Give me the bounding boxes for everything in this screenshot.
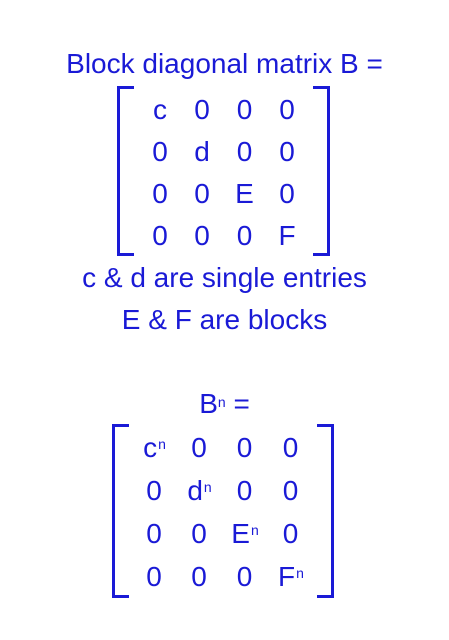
power-label-base: B bbox=[199, 388, 218, 419]
cell-base: 0 bbox=[191, 432, 207, 463]
right-bracket bbox=[317, 424, 334, 598]
matrix-b-cell: 0 bbox=[194, 178, 210, 209]
matrix-b-cell: 0 bbox=[236, 94, 253, 125]
matrix-bn-cell: 0 bbox=[177, 555, 222, 598]
power-label-equals: = bbox=[233, 388, 250, 419]
matrix-b-cell: E bbox=[235, 178, 254, 209]
matrix-b-cell: 0 bbox=[279, 136, 295, 167]
right-bracket bbox=[313, 86, 330, 256]
matrix-bn-cell: dn bbox=[177, 469, 222, 512]
matrix-b-cell: F bbox=[278, 220, 296, 251]
matrix-bn-cell: 0 bbox=[268, 512, 314, 555]
matrix-bn-grid: cn 0 0 0 0 dn 0 0 0 0 En 0 0 0 0 Fn bbox=[132, 424, 314, 598]
cell-base: 0 bbox=[282, 518, 299, 549]
matrix-bn: cn 0 0 0 0 dn 0 0 0 0 En 0 0 0 0 Fn bbox=[112, 424, 334, 598]
matrix-b: c 0 0 0 0 d 0 0 0 0 E 0 0 0 0 F bbox=[117, 86, 330, 256]
cell-base: E bbox=[231, 518, 250, 549]
cell-base: d bbox=[187, 475, 203, 506]
cell-exponent: n bbox=[296, 565, 304, 581]
power-label: Bn = bbox=[0, 388, 449, 420]
cell-exponent: n bbox=[203, 479, 212, 495]
matrix-bn-cell: Fn bbox=[268, 555, 314, 598]
cell-base: 0 bbox=[282, 432, 299, 463]
matrix-bn-cell: 0 bbox=[132, 469, 177, 512]
cell-base: 0 bbox=[236, 475, 253, 506]
matrix-b-cell: 0 bbox=[152, 220, 168, 251]
matrix-b-cell: 0 bbox=[194, 220, 210, 251]
matrix-bn-cell: En bbox=[222, 512, 268, 555]
cell-base: 0 bbox=[191, 518, 207, 549]
matrix-b-cell: c bbox=[153, 94, 167, 125]
matrix-bn-cell: 0 bbox=[268, 426, 314, 469]
cell-base: 0 bbox=[236, 432, 253, 463]
left-bracket bbox=[117, 86, 134, 256]
note-single-entries: c & d are single entries bbox=[82, 262, 367, 293]
power-label-exponent: n bbox=[217, 394, 226, 410]
matrix-bn-cell: 0 bbox=[222, 469, 268, 512]
matrix-bn-cell: 0 bbox=[222, 555, 268, 598]
matrix-b-cell: 0 bbox=[152, 178, 168, 209]
matrix-b-cell: 0 bbox=[152, 136, 168, 167]
cell-base: F bbox=[278, 561, 296, 592]
cell-exponent: n bbox=[158, 436, 166, 452]
matrix-b-cell: 0 bbox=[194, 94, 210, 125]
cell-base: 0 bbox=[191, 561, 207, 592]
title-text: Block diagonal matrix B = bbox=[66, 48, 383, 79]
matrix-b-cell: 0 bbox=[236, 220, 253, 251]
matrix-bn-cell: 0 bbox=[177, 512, 222, 555]
matrix-bn-cell: 0 bbox=[222, 426, 268, 469]
matrix-b-cell: 0 bbox=[279, 94, 295, 125]
matrix-b-grid: c 0 0 0 0 d 0 0 0 0 E 0 0 0 0 F bbox=[139, 86, 308, 256]
matrix-bn-cell: cn bbox=[132, 426, 177, 469]
cell-exponent: n bbox=[250, 522, 259, 538]
cell-base: 0 bbox=[146, 518, 162, 549]
cell-base: 0 bbox=[146, 561, 162, 592]
left-bracket bbox=[112, 424, 129, 598]
matrix-b-cell: 0 bbox=[279, 178, 295, 209]
matrix-b-cell: 0 bbox=[236, 136, 253, 167]
matrix-bn-cell: 0 bbox=[132, 555, 177, 598]
cell-base: 0 bbox=[282, 475, 299, 506]
cell-base: 0 bbox=[236, 561, 253, 592]
note-blocks: E & F are blocks bbox=[121, 304, 328, 335]
matrix-bn-cell: 0 bbox=[268, 469, 314, 512]
matrix-bn-cell: 0 bbox=[177, 426, 222, 469]
cell-base: c bbox=[143, 432, 158, 463]
matrix-b-cell: d bbox=[194, 136, 210, 167]
cell-base: 0 bbox=[146, 475, 162, 506]
matrix-bn-cell: 0 bbox=[132, 512, 177, 555]
